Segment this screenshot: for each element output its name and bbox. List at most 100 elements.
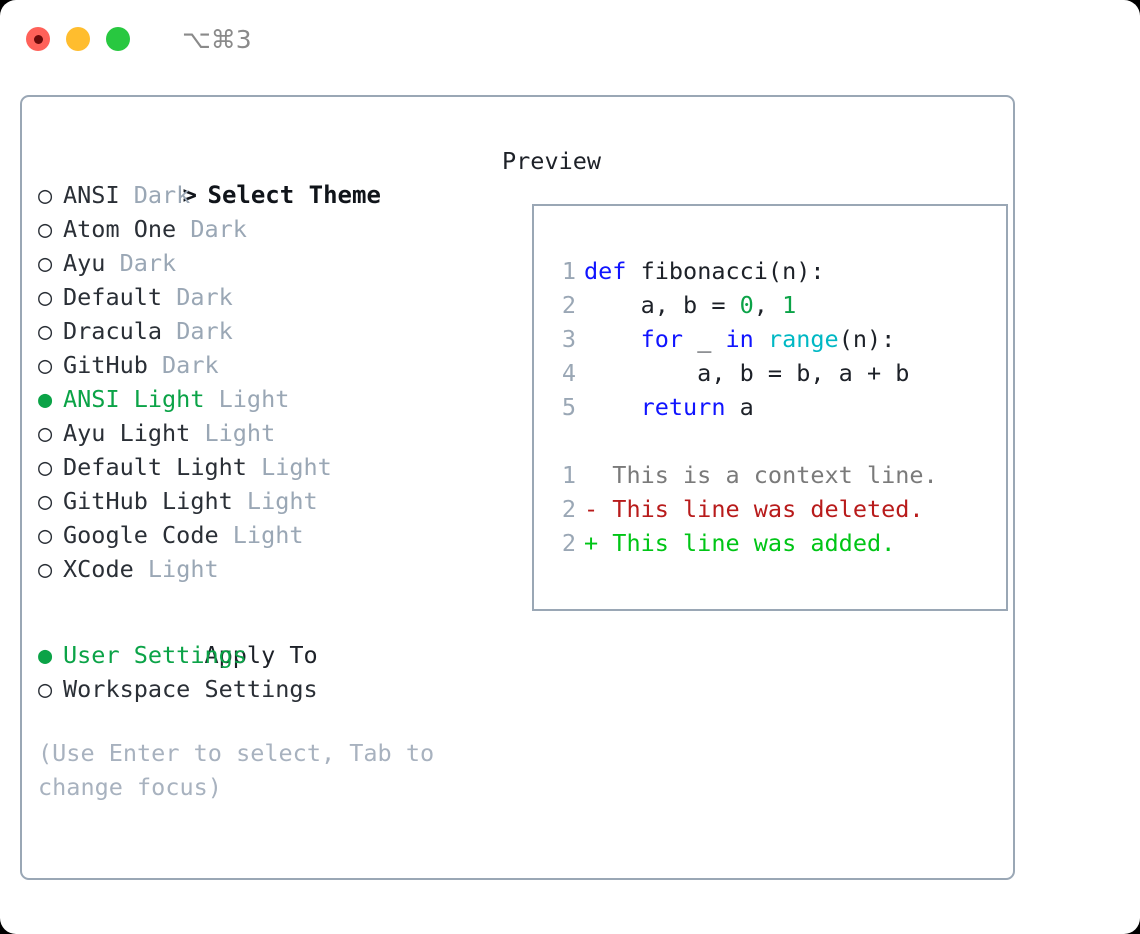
diff-line: 2- This line was deleted. <box>548 492 1006 526</box>
code-token: 1 <box>782 291 797 319</box>
line-number: 5 <box>561 393 576 421</box>
theme-option-ayu-light[interactable]: ○ Ayu Light Light <box>38 416 478 450</box>
diff-text: - This line was deleted. <box>584 495 924 523</box>
code-token <box>584 325 641 353</box>
line-number: 3 <box>561 325 576 353</box>
code-token: return <box>640 393 726 421</box>
theme-option-ayu[interactable]: ○ Ayu Dark <box>38 246 478 280</box>
radio-unselected-icon: ○ <box>38 317 53 345</box>
theme-name: ANSI Light <box>63 385 205 413</box>
theme-option-default-light[interactable]: ○ Default Light Light <box>38 450 478 484</box>
code-token: fibonacci(n): <box>626 257 825 285</box>
code-line: 4 a, b = b, a + b <box>548 356 1006 390</box>
keyboard-hint: (Use Enter to select, Tab to change focu… <box>38 739 435 801</box>
code-token: a <box>725 393 754 421</box>
theme-name: Default <box>63 283 163 311</box>
theme-variant: Light <box>246 453 332 481</box>
code-token: range <box>767 325 839 353</box>
radio-selected-icon: ● <box>38 641 53 669</box>
preview-heading: Preview <box>502 147 602 175</box>
theme-variant: Light <box>204 385 290 413</box>
theme-option-atom-one[interactable]: ○Atom One Dark <box>38 212 478 246</box>
line-number: 1 <box>561 257 576 285</box>
theme-variant: Dark <box>147 351 219 379</box>
theme-variant: Light <box>133 555 219 583</box>
code-line: 5 return a <box>548 390 1006 424</box>
code-token <box>584 393 641 421</box>
theme-variant: Light <box>190 419 276 447</box>
radio-unselected-icon: ○ <box>38 351 53 379</box>
page-title: Select Theme <box>207 181 381 209</box>
radio-unselected-icon: ○ <box>38 419 53 447</box>
heading-caret-icon: > <box>182 181 197 209</box>
theme-name: Ayu Light <box>63 419 191 447</box>
theme-name: Default Light <box>63 453 247 481</box>
theme-variant: Light <box>218 521 304 549</box>
line-number: 2 <box>561 291 576 319</box>
code-gap <box>548 424 1006 458</box>
apply-to-label: Apply To <box>204 641 318 669</box>
theme-variant: Dark <box>162 283 233 311</box>
theme-variant: Dark <box>162 317 233 345</box>
close-icon <box>33 34 43 44</box>
code-token: a, b = <box>584 291 740 319</box>
theme-name: GitHub <box>63 351 148 379</box>
theme-variant: Dark <box>119 181 191 209</box>
code-line: 2 a, b = 0, 1 <box>548 288 1006 322</box>
apply-to-option-label: User Settings <box>63 641 247 669</box>
radio-unselected-icon: ○ <box>38 181 53 209</box>
theme-name: Dracula <box>63 317 163 345</box>
minimize-button[interactable] <box>66 27 90 51</box>
radio-unselected-icon: ○ <box>38 453 53 481</box>
code-token: , <box>753 291 783 319</box>
apply-to-option-user-settings[interactable]: ● User Settings <box>38 638 478 672</box>
code-token: def <box>584 257 627 285</box>
theme-option-google-code[interactable]: ○ Google Code Light <box>38 518 478 552</box>
radio-unselected-icon: ○ <box>38 249 53 277</box>
apply-to-list: ● User Settings ○ Workspace Settings <box>38 638 478 706</box>
theme-picker-heading: > Select Theme <box>38 144 478 209</box>
theme-variant: Light <box>232 487 318 515</box>
diff-text: This is a context line. <box>584 461 938 489</box>
theme-option-ansi-light[interactable]: ●ANSI Light Light <box>38 382 478 416</box>
apply-to-heading: Apply To <box>38 604 478 669</box>
theme-name: XCode <box>63 555 134 583</box>
radio-unselected-icon: ○ <box>38 521 53 549</box>
theme-option-xcode[interactable]: ○XCode Light <box>38 552 478 586</box>
diff-text: + This line was added. <box>584 529 896 557</box>
code-token: 0 <box>739 291 754 319</box>
radio-unselected-icon: ○ <box>38 487 53 515</box>
theme-option-ansi[interactable]: ○ANSI Dark <box>38 178 478 212</box>
theme-name: GitHub Light <box>63 487 233 515</box>
code-token: in <box>725 325 754 353</box>
radio-unselected-icon: ○ <box>38 675 53 703</box>
apply-to-option-label: Workspace Settings <box>63 675 318 703</box>
code-line: 3 for _ in range(n): <box>548 322 1006 356</box>
spacer <box>38 586 478 604</box>
title-bar: ⌥⌘3 <box>0 0 1140 78</box>
code-token: for <box>640 325 684 353</box>
close-button[interactable] <box>26 27 50 51</box>
theme-option-github[interactable]: ○ GitHub Dark <box>38 348 478 382</box>
keyboard-shortcut-label: ⌥⌘3 <box>182 24 252 54</box>
theme-variant: Dark <box>105 249 177 277</box>
radio-unselected-icon: ○ <box>38 283 53 311</box>
theme-option-dracula[interactable]: ○ Dracula Dark <box>38 314 478 348</box>
code-token <box>754 325 768 353</box>
maximize-button[interactable] <box>106 27 130 51</box>
radio-unselected-icon: ○ <box>38 215 53 243</box>
traffic-lights <box>26 27 130 51</box>
line-number: 1 <box>561 461 576 489</box>
theme-option-github-light[interactable]: ○ GitHub Light Light <box>38 484 478 518</box>
theme-name: Ayu <box>63 249 106 277</box>
code-token: _ <box>683 325 726 353</box>
theme-picker-column: >Select Theme ○ANSI Dark○Atom One Dark○A… <box>38 144 478 804</box>
diff-line: 1 This is a context line. <box>548 458 1006 492</box>
code-token: a, b = b, a + b <box>584 359 910 387</box>
theme-name: Google Code <box>63 521 219 549</box>
apply-to-option-workspace-settings[interactable]: ○ Workspace Settings <box>38 672 478 706</box>
theme-option-default[interactable]: ○ Default Dark <box>38 280 478 314</box>
